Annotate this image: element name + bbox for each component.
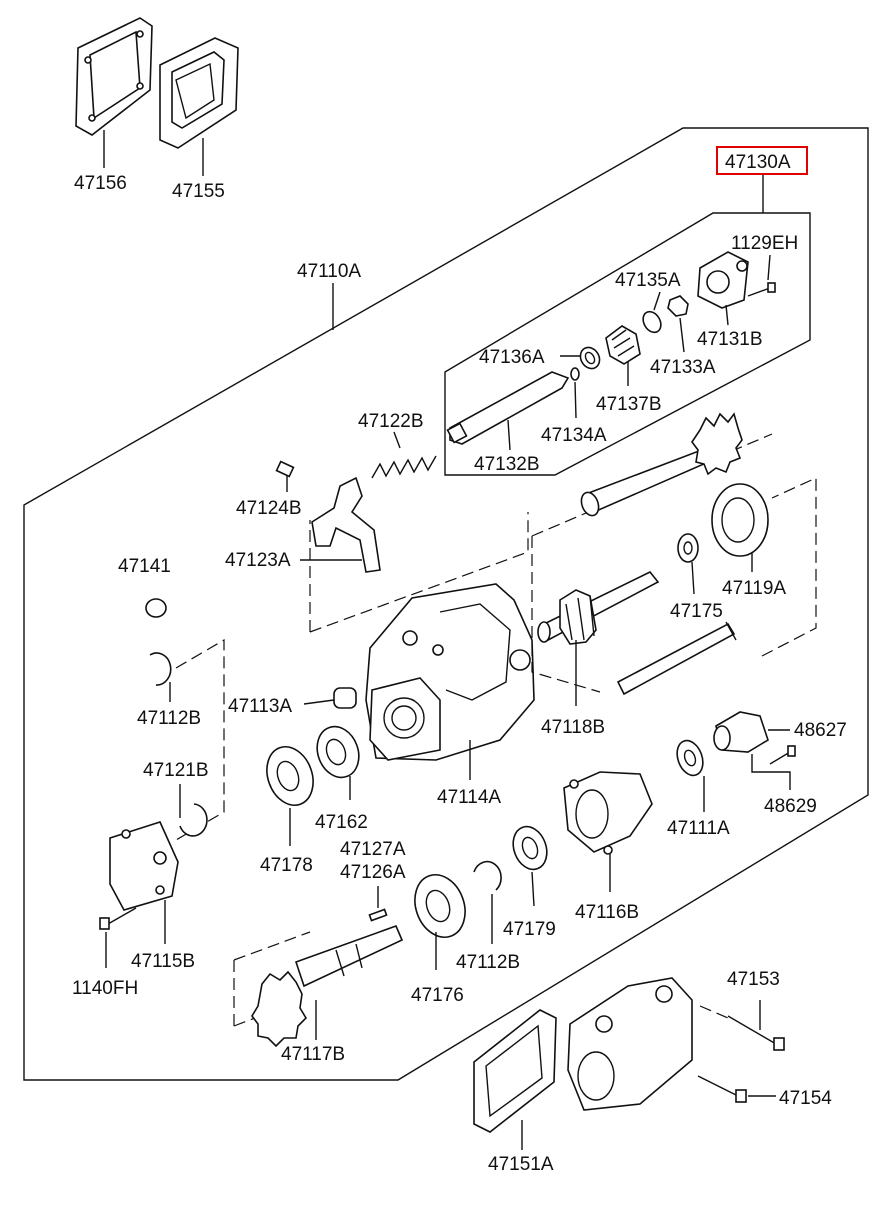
label-47178[interactable]: 47178 [260,855,313,876]
label-47110A[interactable]: 47110A [297,261,361,282]
label-47141[interactable]: 47141 [118,556,171,577]
label-47137B[interactable]: 47137B [596,394,662,415]
label-47119A[interactable]: 47119A [722,578,786,599]
label-48629[interactable]: 48629 [764,796,817,817]
label-47156[interactable]: 47156 [74,173,127,194]
snapring-47112B-upper [149,652,172,702]
dash-fork-right [309,512,529,633]
pin-47124B [275,460,295,492]
dash-lower-shaft-top [233,931,311,961]
coupler-48627 [713,711,790,753]
label-47153[interactable]: 47153 [727,969,780,990]
label-47113A[interactable]: 47113A [228,696,292,717]
seal-47179 [512,825,548,907]
label-47111A[interactable]: 47111A [667,818,730,839]
nut-47133A [667,295,689,353]
bearing-47176 [414,874,466,970]
boot-47137B [605,325,641,386]
housing-47116B [563,771,653,892]
label-47114A[interactable]: 47114A [437,787,501,808]
bolt-48629 [751,745,796,790]
label-47176[interactable]: 47176 [411,985,464,1006]
label-47130A[interactable]: 47130A [725,152,791,173]
bolt-1129EH [747,254,776,297]
plug-47113A [303,687,357,709]
label-47134A[interactable]: 47134A [541,425,607,446]
snapring-47112B-lower [473,860,502,944]
cover-47115B [109,821,179,944]
label-47127A[interactable]: 47127A [340,839,406,860]
label-47112B-upper[interactable]: 47112B [137,708,201,729]
label-47135A[interactable]: 47135A [615,270,681,291]
gasket-47156 [75,17,153,168]
dash-shaft-right [761,477,817,657]
bearing-47162 [316,725,360,800]
fork-47123A [300,476,381,573]
bearing-47178 [266,746,314,846]
spring-47122B [371,431,437,479]
seal-47136A [560,346,601,370]
bracket-47131B [697,251,749,326]
label-47118B[interactable]: 47118B [541,717,605,738]
hub-47119A [711,483,769,572]
label-47122B[interactable]: 47122B [358,411,424,432]
bearing-47175 [677,533,699,595]
label-47155[interactable]: 47155 [172,181,225,202]
housing-bottom [567,977,693,1111]
label-1129EH[interactable]: 1129EH [731,233,798,254]
bolt-1140FH [99,907,137,968]
label-47154[interactable]: 47154 [779,1088,832,1109]
label-47126A[interactable]: 47126A [340,862,406,883]
label-47132B[interactable]: 47132B [474,454,540,475]
snapring-47121B [179,784,208,837]
label-47121B[interactable]: 47121B [143,760,209,781]
label-47124B[interactable]: 47124B [236,498,302,519]
bolt-47153 [727,1000,785,1051]
label-47131B[interactable]: 47131B [697,329,763,350]
housing-47114A [365,583,535,780]
label-47162[interactable]: 47162 [315,812,368,833]
shaft-47132B [446,371,570,451]
label-47115B[interactable]: 47115B [131,951,195,972]
label-47123A[interactable]: 47123A [225,550,291,571]
label-47116B[interactable]: 47116B [575,902,639,923]
label-1140FH[interactable]: 1140FH [72,978,138,999]
label-47133A[interactable]: 47133A [650,357,716,378]
label-47179[interactable]: 47179 [503,919,556,940]
gear-shaft-47117B [251,924,404,1048]
gear-shaft-upper [580,412,743,517]
key-47126A [368,886,388,922]
gear-47118B [537,570,660,706]
label-47175[interactable]: 47175 [670,601,723,622]
dash-shaft-left [531,536,601,693]
label-47151A[interactable]: 47151A [488,1154,554,1175]
oring-47134A [570,367,580,419]
label-47117B[interactable]: 47117B [281,1044,345,1065]
subassembly-47130A-outline [444,212,811,476]
shaft-long-right [616,621,737,696]
label-47136A[interactable]: 47136A [479,347,545,368]
cover-47155 [159,37,239,176]
bolt-47154 [697,1075,776,1103]
dash-bolt-47153 [699,1005,729,1019]
highlight-box-47130A [716,146,808,175]
oring-47141 [145,598,167,618]
ring-47135A [642,291,662,334]
label-48627[interactable]: 48627 [794,720,847,741]
label-47112B-lower[interactable]: 47112B [456,952,520,973]
seal-47111A [676,739,705,812]
assembly-47110A-outline [23,127,869,1081]
gasket-47151A [473,1009,557,1150]
